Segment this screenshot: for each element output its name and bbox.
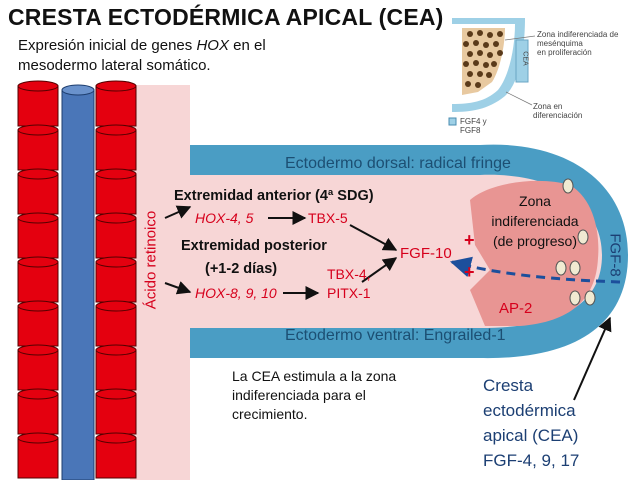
plus-lower: + — [464, 262, 475, 282]
cea-label: Cresta ectodérmica apical (CEA) FGF-4, 9… — [483, 373, 579, 473]
dorsal-ectoderm-label: Ectodermo dorsal: radical fringe — [285, 155, 511, 172]
inset-label-diff: Zona en diferenciación — [533, 102, 582, 120]
inset-undiff-line2: mesénquima — [537, 39, 583, 48]
retinoic-acid-label-box: Ácido retinoico — [140, 200, 162, 320]
mesoderm-body — [150, 85, 602, 480]
inset-legend: FGF4 y FGF8 — [460, 117, 487, 135]
undiff-zone-line3: (de progreso) — [492, 233, 578, 249]
ventral-ectoderm-label: Ectodermo ventral: Engrailed-1 — [285, 327, 506, 344]
undiff-zone-label: Zona indiferenciada (de progreso) — [480, 191, 590, 251]
forelimb-target: TBX-5 — [308, 210, 348, 226]
intro-part2: en el mesodermo lateral somático. — [18, 37, 266, 74]
undiff-zone-line2: indiferenciada — [491, 213, 579, 229]
somites-left — [17, 80, 59, 479]
undifferentiated-zone — [470, 180, 599, 326]
somites-right — [95, 80, 137, 479]
forelimb-genes: HOX-4, 5 — [195, 210, 254, 226]
ap2-label: AP-2 — [499, 300, 533, 317]
hindlimb-genes: HOX-8, 9, 10 — [195, 285, 277, 301]
hindlimb-target-line1: TBX-4, — [327, 266, 371, 282]
plus-upper: + — [464, 230, 475, 250]
intro-hox: HOX — [196, 37, 229, 54]
page-title: CRESTA ECTODÉRMICA APICAL (CEA) — [8, 4, 444, 30]
mesenchyme-cells — [555, 178, 596, 306]
hindlimb-title-line2: (+1-2 días) — [205, 261, 278, 277]
intro-part1: Expresión inicial de genes — [18, 37, 197, 54]
intro-text: Expresión inicial de genes HOX en el mes… — [18, 36, 348, 76]
cea-line1: Cresta — [483, 376, 534, 395]
hindlimb-target-line2: PITX-1 — [327, 285, 371, 301]
inset-label-cea: CEA — [521, 51, 529, 66]
cea-line2: ectodérmica — [483, 401, 576, 420]
signal-arrows — [164, 205, 612, 401]
cea-line3: apical (CEA) — [483, 426, 579, 445]
inset-undiff-line1: Zona indiferenciada de — [537, 30, 619, 39]
cea-line4: FGF-4, 9, 17 — [483, 451, 580, 470]
retinoic-acid-label: Ácido retinoico — [142, 210, 160, 310]
inset-diagram — [448, 18, 536, 126]
fgf8-label: FGF-8 — [606, 233, 624, 277]
fgf10-label: FGF-10 — [400, 245, 452, 262]
inset-diff-line1: Zona en — [533, 102, 563, 111]
neural-tube — [61, 89, 95, 480]
fgf8-dashed-feedback — [449, 256, 621, 284]
fgf8-label-box: FGF-8 — [604, 225, 626, 285]
undiff-zone-line1: Zona — [519, 193, 551, 209]
forelimb-title: Extremidad anterior (4ª SDG) — [174, 188, 374, 204]
inset-undiff-line3: en proliferación — [537, 48, 592, 57]
inset-diff-line2: diferenciación — [533, 111, 583, 120]
cea-note: La CEA estimula a la zona indiferenciada… — [232, 368, 397, 422]
inset-legend-line2: FGF8 — [460, 126, 481, 135]
inset-label-undiff: Zona indiferenciada de mesénquima en pro… — [537, 30, 618, 57]
hindlimb-title-line1: Extremidad posterior — [181, 238, 327, 254]
inset-legend-line1: FGF4 y — [460, 117, 487, 126]
